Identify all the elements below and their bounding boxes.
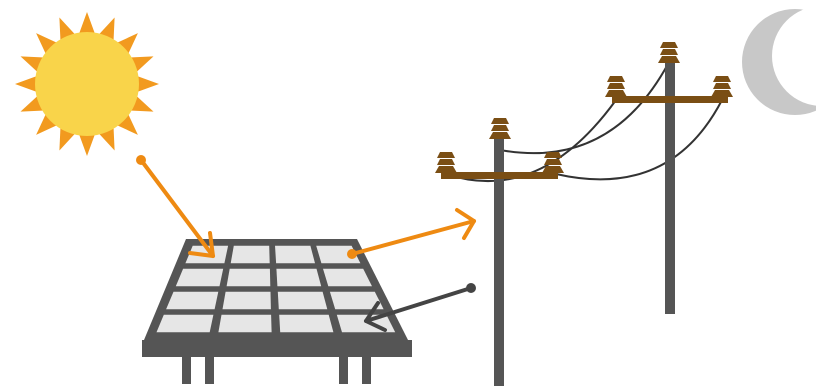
panel-cell — [279, 314, 334, 333]
insulator-segment — [437, 159, 455, 165]
insulator-segment — [607, 83, 625, 89]
wire-1 — [445, 99, 617, 182]
insulator-segment — [660, 49, 678, 55]
sun-ray — [78, 12, 96, 35]
wire-2 — [499, 63, 669, 155]
insulator-segment — [658, 56, 680, 63]
panel-cell — [156, 314, 214, 333]
panel-cell — [166, 291, 219, 310]
solar-panel-icon — [142, 239, 412, 384]
import-arrow — [364, 283, 476, 332]
insulator-segment — [491, 118, 509, 124]
insulator-segment — [544, 152, 562, 158]
panel-cell — [323, 268, 372, 287]
sunlight-arrow — [136, 155, 215, 258]
insulator-segment — [542, 166, 564, 173]
insulator-icon — [658, 42, 680, 63]
sun-icon — [15, 12, 159, 156]
insulator-segment — [607, 76, 625, 82]
panel-leg — [339, 352, 348, 384]
panel-frame — [144, 239, 408, 340]
panel-base-rail — [142, 340, 412, 357]
insulator-icon — [542, 152, 564, 173]
panel-cell — [175, 268, 224, 287]
sun-ray — [136, 75, 159, 93]
panel-leg — [362, 352, 371, 384]
sun-ray — [116, 33, 138, 55]
crossarm — [441, 172, 558, 179]
utility-pole-left — [435, 118, 564, 386]
panel-cell — [222, 291, 271, 310]
export-arrow — [347, 208, 476, 259]
crescent-moon-icon — [742, 9, 816, 115]
insulator-segment — [435, 166, 457, 173]
sun-ray — [116, 113, 138, 135]
pole-shaft — [665, 62, 675, 314]
panel-cell — [277, 291, 328, 310]
sun-ray — [15, 75, 38, 93]
wire-3 — [555, 99, 723, 181]
insulator-icon — [435, 152, 457, 173]
insulator-segment — [544, 159, 562, 165]
insulator-segment — [713, 83, 731, 89]
panel-cell — [230, 245, 270, 264]
insulator-segment — [489, 132, 511, 139]
panel-cell — [218, 314, 272, 333]
sun-ray — [36, 33, 58, 55]
panel-cell — [329, 291, 384, 310]
crossarm — [612, 96, 728, 103]
panel-leg — [205, 352, 214, 384]
insulator-segment — [437, 152, 455, 158]
insulator-icon — [605, 76, 627, 97]
sun-core — [35, 32, 139, 136]
insulator-segment — [491, 125, 509, 131]
panel-cell — [226, 268, 271, 287]
insulator-icon — [489, 118, 511, 139]
insulator-segment — [713, 76, 731, 82]
power-wires — [445, 63, 723, 182]
insulator-segment — [660, 42, 678, 48]
insulator-segment — [605, 90, 627, 97]
sun-ray — [36, 113, 58, 135]
panel-cell — [276, 268, 322, 287]
utility-pole-right — [605, 42, 733, 314]
insulator-icon — [711, 76, 733, 97]
pole-shaft — [494, 138, 504, 386]
sun-rays — [15, 12, 159, 156]
insulator-segment — [711, 90, 733, 97]
panel-leg — [182, 352, 191, 384]
panel-cell — [275, 245, 315, 264]
sun-ray — [78, 133, 96, 156]
